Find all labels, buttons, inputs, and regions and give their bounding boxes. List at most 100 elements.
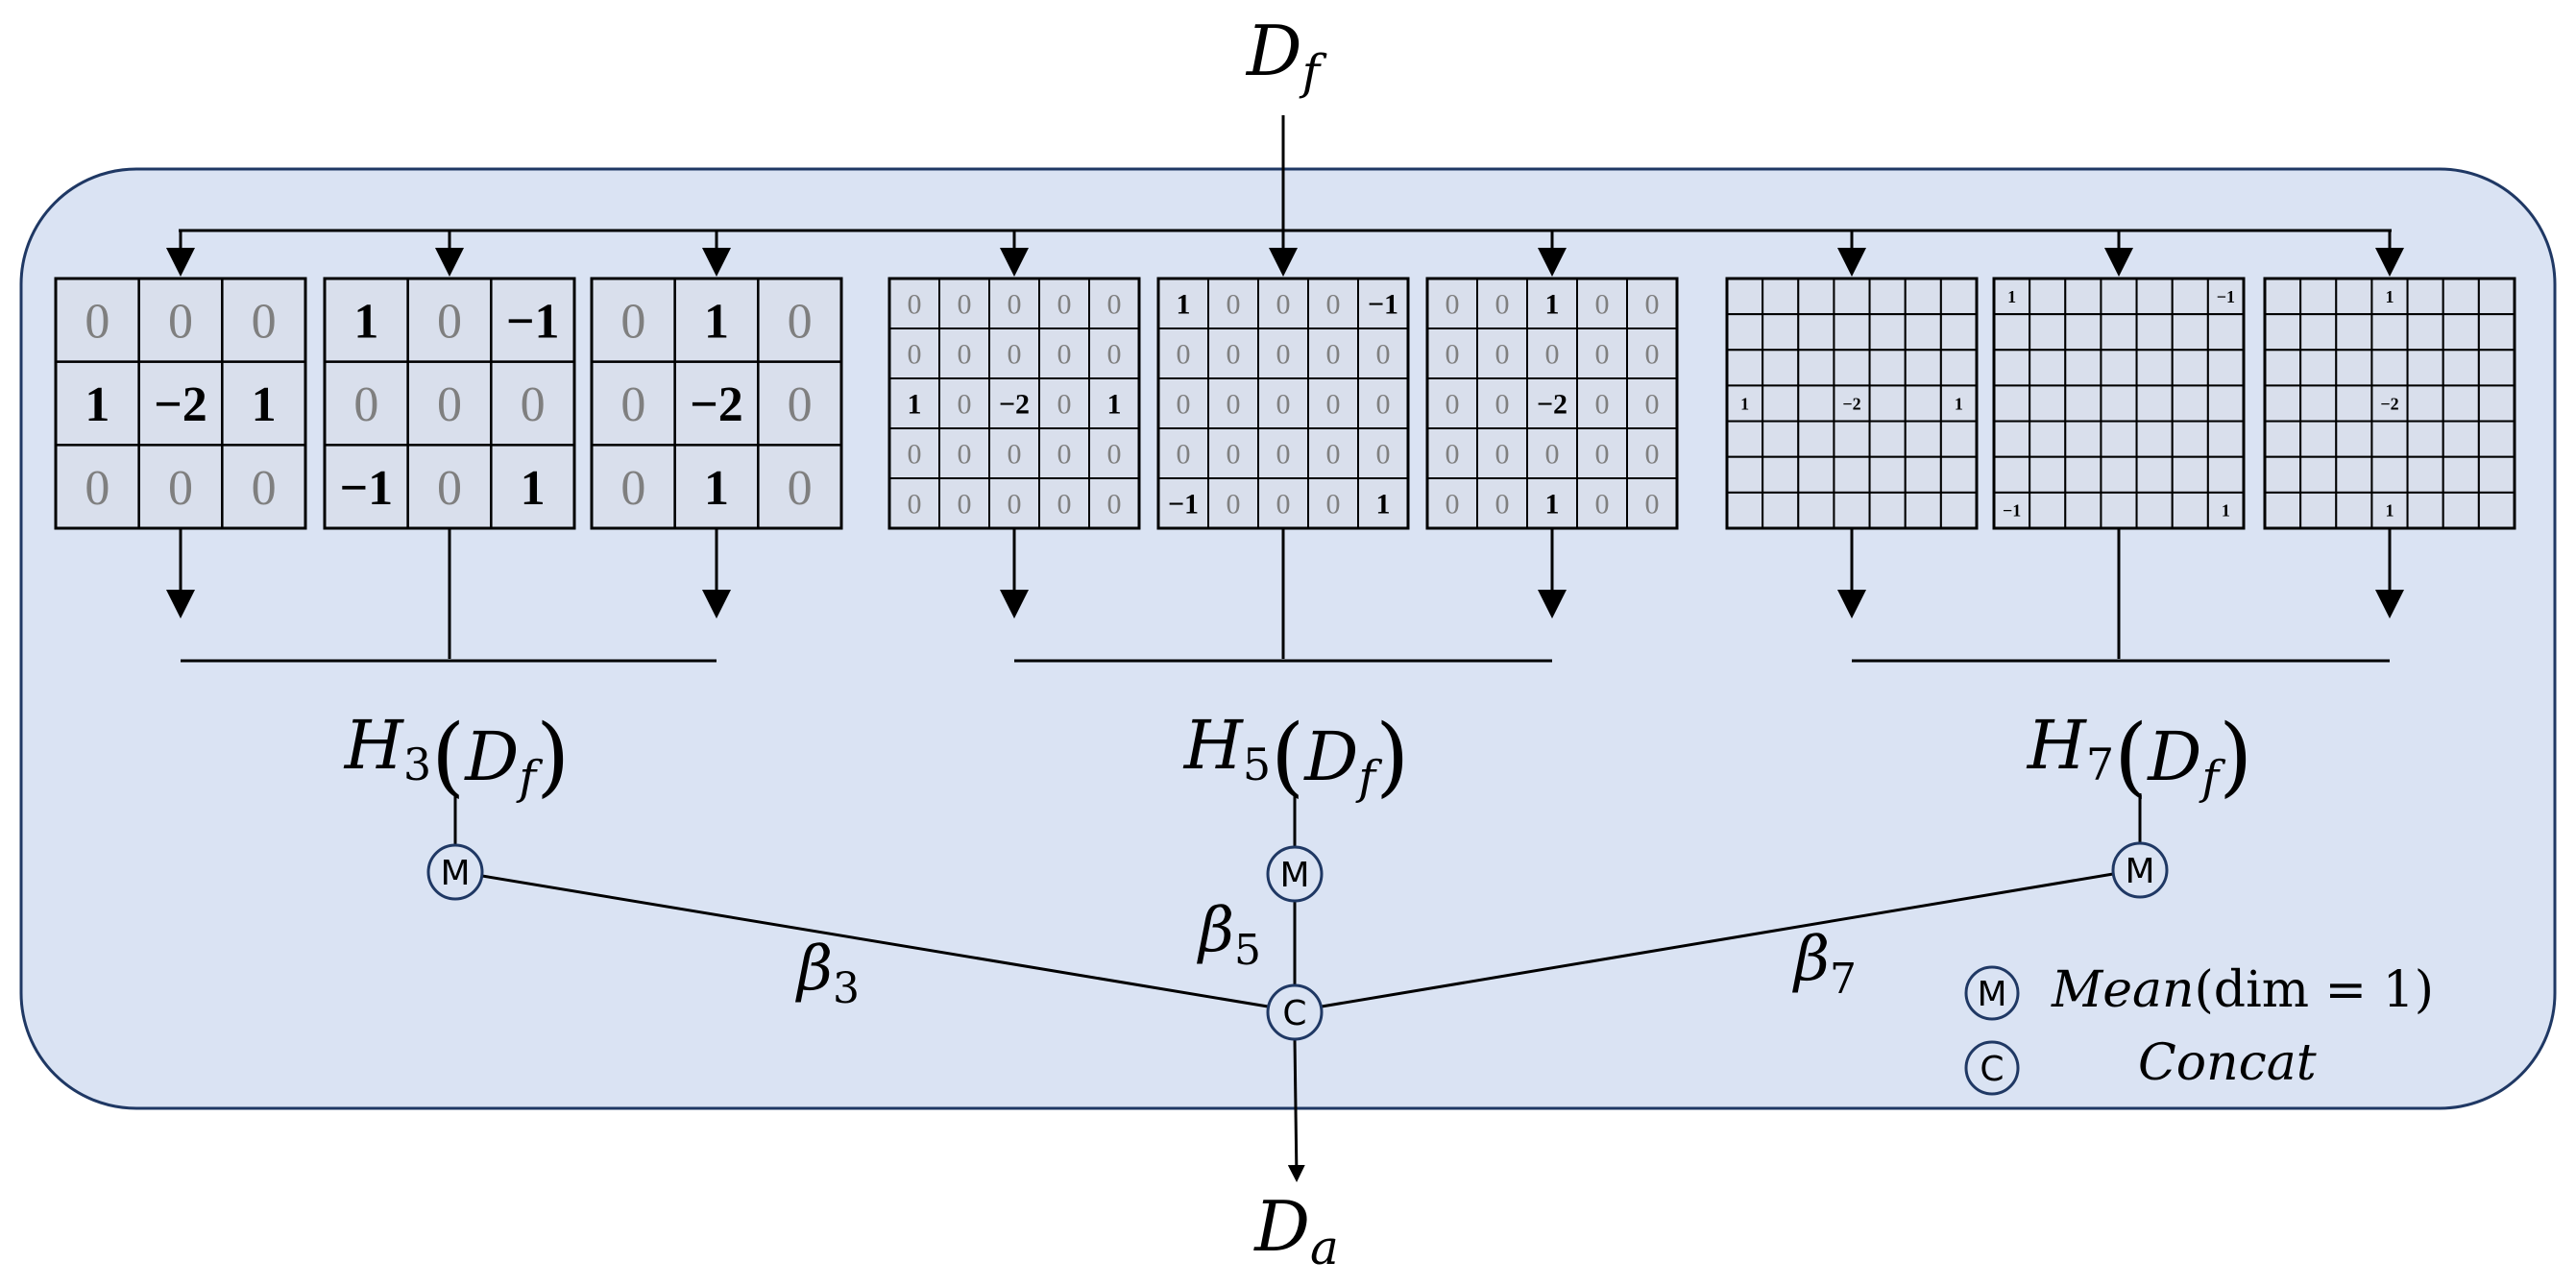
kernel-value: 0: [1107, 339, 1122, 371]
kernel-value: 1: [252, 377, 277, 432]
kernel-cell: 0: [54, 444, 140, 530]
kernel-value: −2: [1842, 394, 1860, 413]
kernel-value: 0: [1107, 439, 1122, 471]
kernel-cell: [2335, 349, 2373, 387]
kernel-border: [1992, 277, 2246, 530]
legend-mean-label: Mean: [2051, 961, 2195, 1019]
kernel-cell: [2171, 491, 2209, 529]
kernel-cell: [2299, 384, 2338, 423]
output-subscript: a: [1310, 1220, 1339, 1275]
kernel-cell: 0: [1476, 377, 1528, 429]
kernel-cell: 0: [1626, 477, 1678, 529]
kernel-cell: [1939, 313, 1979, 352]
kernel-cell: 0: [590, 444, 676, 530]
kernel-cell: [2064, 384, 2102, 423]
kernel-value: 1: [2386, 501, 2394, 521]
mean-node: M: [1266, 845, 1324, 903]
kernel-cell: [1993, 313, 2031, 352]
kernel-value: 0: [1326, 389, 1341, 421]
kernel-cell: [1797, 349, 1835, 387]
kernel-cell: 0: [757, 360, 843, 447]
kernel-cell: [2406, 491, 2444, 529]
beta-5: β5: [1197, 895, 1261, 975]
kernel-cell: 1: [1526, 477, 1578, 529]
kernel-value: −1: [1368, 289, 1398, 321]
kernel-cell: [2264, 491, 2302, 529]
kernel-value: 0: [620, 461, 645, 516]
kernel-cell: [1868, 384, 1907, 423]
kernel-cell: [2064, 349, 2102, 387]
kernel-cell: 0: [406, 360, 493, 447]
kernel-value: 0: [1276, 289, 1291, 321]
kernel-cell: [2406, 278, 2444, 316]
kernel-cell: [2171, 420, 2209, 458]
kernel-value: 1: [1545, 289, 1560, 321]
kernel-cell: [2264, 420, 2302, 458]
kernel-value: 0: [1326, 339, 1341, 371]
kernel-value: 0: [1446, 489, 1460, 521]
kernel-cell: 0: [1207, 377, 1259, 429]
kernel-cell: [1939, 420, 1979, 458]
kernel-cell: [1868, 313, 1907, 352]
kernel-cell: 0: [888, 328, 940, 379]
kernel-cell: [2171, 384, 2209, 423]
kernel-value: 0: [252, 295, 277, 350]
legend-mean-text: Mean(dim = 1): [2051, 961, 2434, 1019]
beta-3: β3: [795, 934, 860, 1013]
kernel-cell: [1726, 313, 1764, 352]
kernel-cell: [2370, 455, 2409, 494]
kernel-cell: 0: [1626, 328, 1678, 379]
kernel-cell: 0: [1576, 278, 1628, 329]
kernel-cell: 1: [323, 277, 409, 363]
beta-7: β7: [1792, 924, 1857, 1004]
kernel-value: 0: [1595, 489, 1610, 521]
kernel-value: 1: [85, 377, 109, 432]
kernel-cell: [2477, 491, 2516, 529]
kernel-value: 0: [1057, 289, 1072, 321]
kernel-cell: [2100, 349, 2138, 387]
kernel-cell: 0: [1576, 477, 1628, 529]
kernel-cell: [2100, 491, 2138, 529]
kernel-value: 0: [85, 461, 109, 516]
kernel-cell: [1797, 384, 1835, 423]
kernel-cell: 0: [888, 278, 940, 329]
kernel-cell: [1726, 349, 1764, 387]
kernel-cell: 0: [1426, 328, 1478, 379]
kernel-cell: [2299, 420, 2338, 458]
kernel-cell: 0: [323, 360, 409, 447]
kernel-value: 0: [1595, 289, 1610, 321]
group-label-h7: H7(Df): [2026, 706, 2252, 807]
kernel-cell: [2100, 384, 2138, 423]
kernel-cell: [2029, 420, 2067, 458]
kernel-value: 0: [1177, 339, 1191, 371]
kernel-cell: 0: [137, 277, 224, 363]
kernel-cell: [1833, 455, 1871, 494]
kernel-cell: [1868, 278, 1907, 316]
kernel-value: 0: [1008, 289, 1022, 321]
kernel-value: 0: [1645, 339, 1660, 371]
kernel-cell: [2442, 313, 2480, 352]
kernel-cell: [2100, 313, 2138, 352]
kernel-cell: 0: [1157, 328, 1209, 379]
kernel-value: 0: [1326, 439, 1341, 471]
kernel-cell: 0: [590, 360, 676, 447]
kernel-border: [887, 277, 1141, 530]
kernel-value: 0: [1276, 389, 1291, 421]
kernel-cell: 0: [1307, 328, 1359, 379]
kernel-border: [323, 277, 576, 530]
kernel-cell: [2264, 313, 2302, 352]
kernel-cell: [1904, 420, 1942, 458]
legend-concat-entry: C Concat: [1964, 1034, 2317, 1096]
kernel-cell: [2406, 313, 2444, 352]
kernel-value: −1: [1168, 489, 1199, 521]
connector-lines: [166, 115, 2404, 1182]
kernel-value: 0: [908, 489, 922, 521]
kernel-cell: [1797, 313, 1835, 352]
kernel-cell: 1: [1726, 384, 1764, 423]
kernel-value: 1: [521, 461, 546, 516]
kernel-value: 0: [437, 461, 462, 516]
kernel-value: 0: [788, 295, 813, 350]
